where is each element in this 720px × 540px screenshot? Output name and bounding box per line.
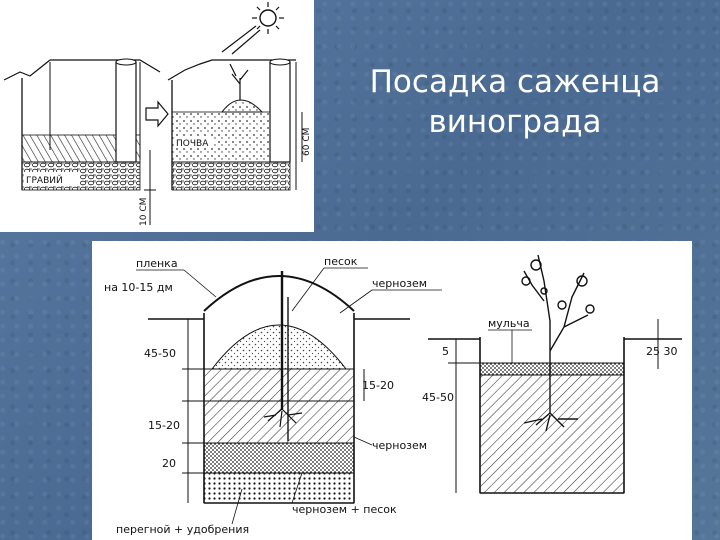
stake-after [269, 61, 291, 163]
chernozem-mid-label: чернозем [372, 439, 427, 452]
soil-label: ПОЧВА [176, 139, 209, 149]
dim-15-20-left: 15-20 [148, 419, 180, 432]
planting-pit-sketch-svg: ГРАВИЙ ПОЧВА [3, 2, 312, 226]
film-distance-label: на 10-15 дм [104, 281, 173, 294]
dim-20: 20 [162, 457, 176, 470]
sand-mound [210, 324, 348, 370]
sand-label: песок [324, 255, 358, 268]
dim-25-30: 25 30 [646, 345, 678, 358]
dim-15-20-right: 15-20 [362, 379, 394, 392]
gravel-fill [171, 161, 291, 191]
title-line-1: Посадка саженца [369, 64, 661, 100]
humus-layer [203, 472, 355, 504]
pit-with-film: 45-50 15-20 20 15-20 пленка на 10-15 дм … [104, 255, 442, 536]
sun-icon [221, 2, 284, 55]
depth-side-label: 60 СМ [302, 128, 312, 156]
dim-45-50-right: 45-50 [422, 391, 454, 404]
dim-5: 5 [442, 345, 449, 358]
chernozem-sand-layer [203, 442, 355, 474]
film [203, 275, 355, 312]
mulch-layer [479, 362, 625, 376]
roots-icon [263, 408, 303, 428]
stake [115, 61, 137, 163]
chernozem-top-label: чернозем [372, 277, 427, 290]
planting-pit-sketch: ГРАВИЙ ПОЧВА [0, 0, 314, 232]
chernozem-sand-label: чернозем + песок [292, 503, 397, 516]
seedling-planting-diagram-svg: 45-50 15-20 20 15-20 пленка на 10-15 дм … [104, 254, 682, 536]
film-label: пленка [136, 257, 178, 270]
pit-after: ПОЧВА 60 СМ [167, 2, 312, 191]
depth-bottom-label: 10 СМ [139, 198, 149, 226]
gravel-label: ГРАВИЙ [26, 174, 63, 186]
pit-before: ГРАВИЙ [3, 58, 161, 191]
mulch-label: мульча [488, 317, 530, 330]
title-line-2: винограда [428, 104, 602, 140]
dim-45-50-left: 45-50 [144, 347, 176, 360]
seedling-planting-diagram: 45-50 15-20 20 15-20 пленка на 10-15 дм … [92, 241, 692, 540]
arrow-icon [145, 100, 169, 128]
seedling-icon [229, 63, 249, 100]
chernozem-layer-2 [203, 400, 355, 444]
grapevine-icon [521, 254, 595, 432]
slide-title: Посадка саженца винограда [330, 62, 700, 142]
humus-label: перегной + удобрения [116, 523, 249, 536]
backfill-layer [479, 374, 625, 494]
chernozem-layer-1 [203, 368, 355, 402]
pit-with-mulch: 5 45-50 25 30 мульча [422, 254, 682, 494]
